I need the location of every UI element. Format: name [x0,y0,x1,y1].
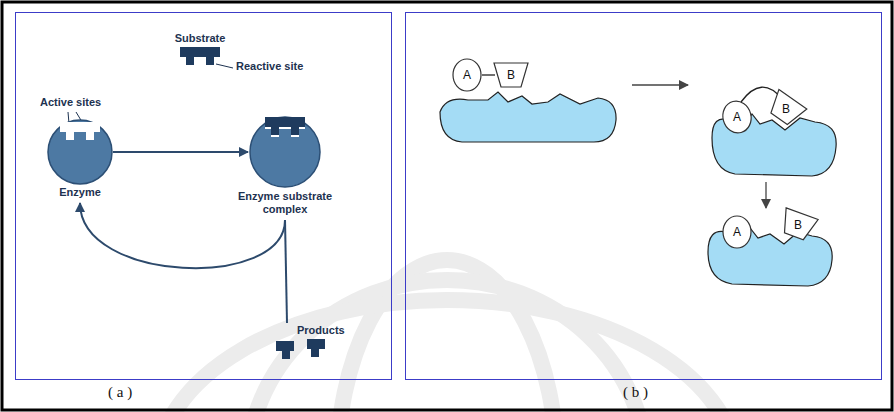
part-label: Reactive site [236,60,303,73]
watermark [157,260,737,412]
group-b-trapezoid: B [780,212,816,238]
products: Products [273,324,363,363]
figure-panel: ( a ) Enzyme SubstrateEnzyme substrate com… [15,12,392,406]
group-label: A [733,110,741,124]
substrate: Substrate [165,32,235,67]
complex-label: Enzyme substrate complex [230,190,340,216]
protein-blobs [440,92,836,286]
panel-caption: ( a ) [108,384,132,401]
enzyme-label: Enzyme [40,186,120,199]
group-b-trapezoid: B [493,62,529,88]
group-label: B [794,218,802,232]
enzyme: Enzyme [40,112,120,199]
complex-shape [225,112,345,190]
products-label: Products [273,324,363,337]
figure-panel: ( b ) A B A B A B [405,12,882,406]
group-label: B [507,68,515,82]
active-site-notch [60,122,100,140]
enzyme-circle [48,120,112,184]
enzyme-circle [250,117,320,187]
substrate-label: Substrate [165,32,235,45]
reaction-arrow [285,220,287,323]
reaction-arrow [113,151,248,153]
panel-caption: ( b ) [623,384,648,401]
bound-substrate [265,117,305,135]
group-b-trapezoid: B [768,96,804,122]
substrate-shape [180,47,220,67]
group-a-circle: A [452,58,482,92]
enzyme-shape [40,112,120,186]
part-label: Active sites [40,96,101,109]
group-label: B [782,102,790,116]
group-label: A [463,68,471,82]
reaction-arrow [80,203,285,268]
step-arrows [632,85,766,208]
group-a-circle: A [722,100,752,134]
enzyme-substrate-complex: Enzyme substrate complex [225,112,345,216]
group-a-circle: A [722,215,752,249]
products-shape [273,337,343,363]
bond-line [482,74,495,75]
group-label: A [733,225,741,239]
